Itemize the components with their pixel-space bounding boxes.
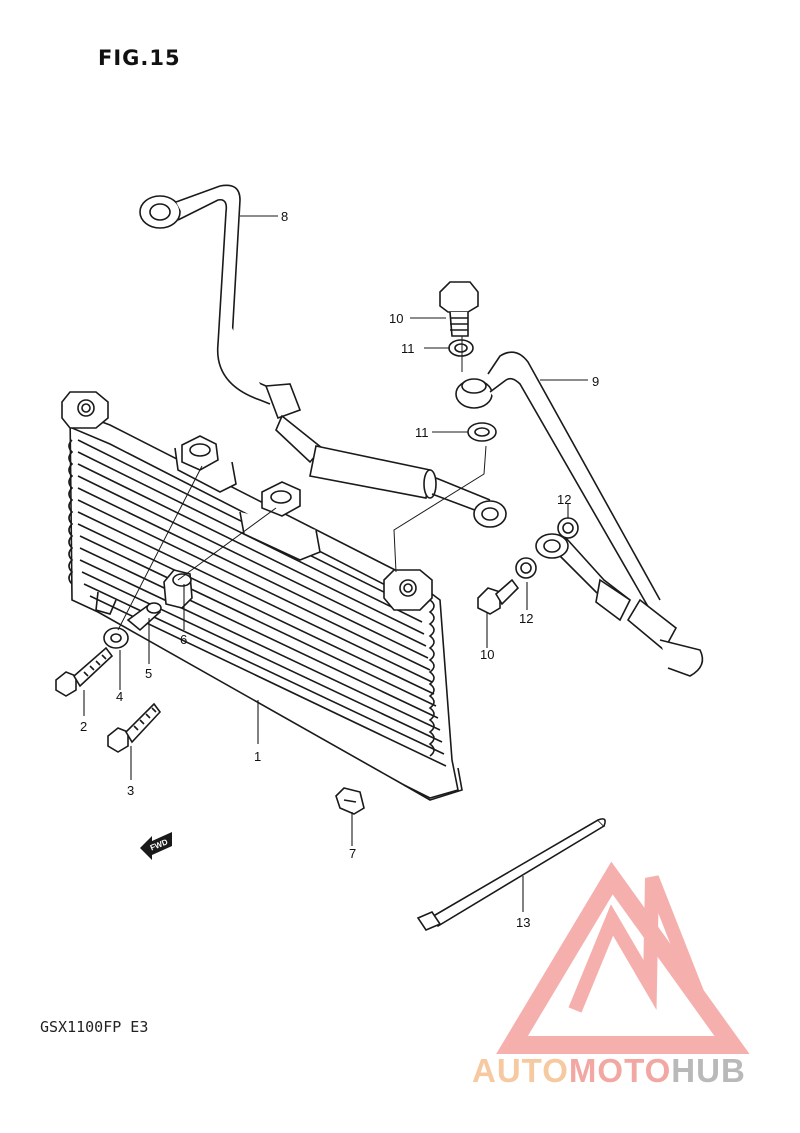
callout-12-left: 12 bbox=[519, 611, 533, 626]
union-bolt-top bbox=[439, 281, 479, 337]
callout-6: 6 bbox=[180, 632, 187, 647]
fwd-arrow-icon: FWD bbox=[140, 832, 172, 860]
gaskets bbox=[448, 339, 579, 579]
washer bbox=[103, 627, 129, 649]
assembly-guides bbox=[117, 336, 487, 631]
oil-hose-lower bbox=[455, 351, 704, 677]
cooler-right-fitting bbox=[383, 569, 433, 611]
model-code: GSX1100FP E3 bbox=[40, 1018, 149, 1036]
watermark-auto: AUTO bbox=[472, 1052, 569, 1089]
callout-11-top: 11 bbox=[401, 341, 415, 356]
callout-leaders bbox=[83, 215, 588, 912]
oil-hose-upper bbox=[139, 184, 507, 528]
cable-tie bbox=[416, 818, 606, 931]
oil-cooler bbox=[61, 391, 463, 801]
union-bolt-lower bbox=[477, 578, 520, 615]
callout-11-lower: 11 bbox=[415, 425, 429, 440]
callout-5: 5 bbox=[145, 666, 152, 681]
bolt-short bbox=[55, 646, 114, 697]
callout-13: 13 bbox=[516, 915, 530, 930]
callout-1: 1 bbox=[254, 749, 261, 764]
watermark-hub: HUB bbox=[671, 1052, 746, 1089]
callout-2: 2 bbox=[80, 719, 87, 734]
bolt-long bbox=[107, 702, 162, 753]
callout-9: 9 bbox=[592, 374, 599, 389]
callout-4: 4 bbox=[116, 689, 123, 704]
callout-8: 8 bbox=[281, 209, 288, 224]
callout-12-right: 12 bbox=[557, 492, 571, 507]
watermark-brand: AUTOMOTOHUB bbox=[472, 1052, 746, 1090]
figure-title: FIG.15 bbox=[98, 46, 181, 70]
watermark-moto: MOTO bbox=[568, 1052, 672, 1089]
spacer bbox=[126, 602, 162, 632]
clamp-clip bbox=[335, 787, 365, 815]
collar bbox=[163, 569, 193, 609]
callout-10-lower: 10 bbox=[480, 647, 494, 662]
callout-7: 7 bbox=[349, 846, 356, 861]
cooler-left-fitting bbox=[61, 391, 109, 429]
callout-10-top: 10 bbox=[389, 311, 403, 326]
watermark-logo bbox=[496, 861, 750, 1054]
grommet bbox=[181, 435, 301, 517]
callout-3: 3 bbox=[127, 783, 134, 798]
